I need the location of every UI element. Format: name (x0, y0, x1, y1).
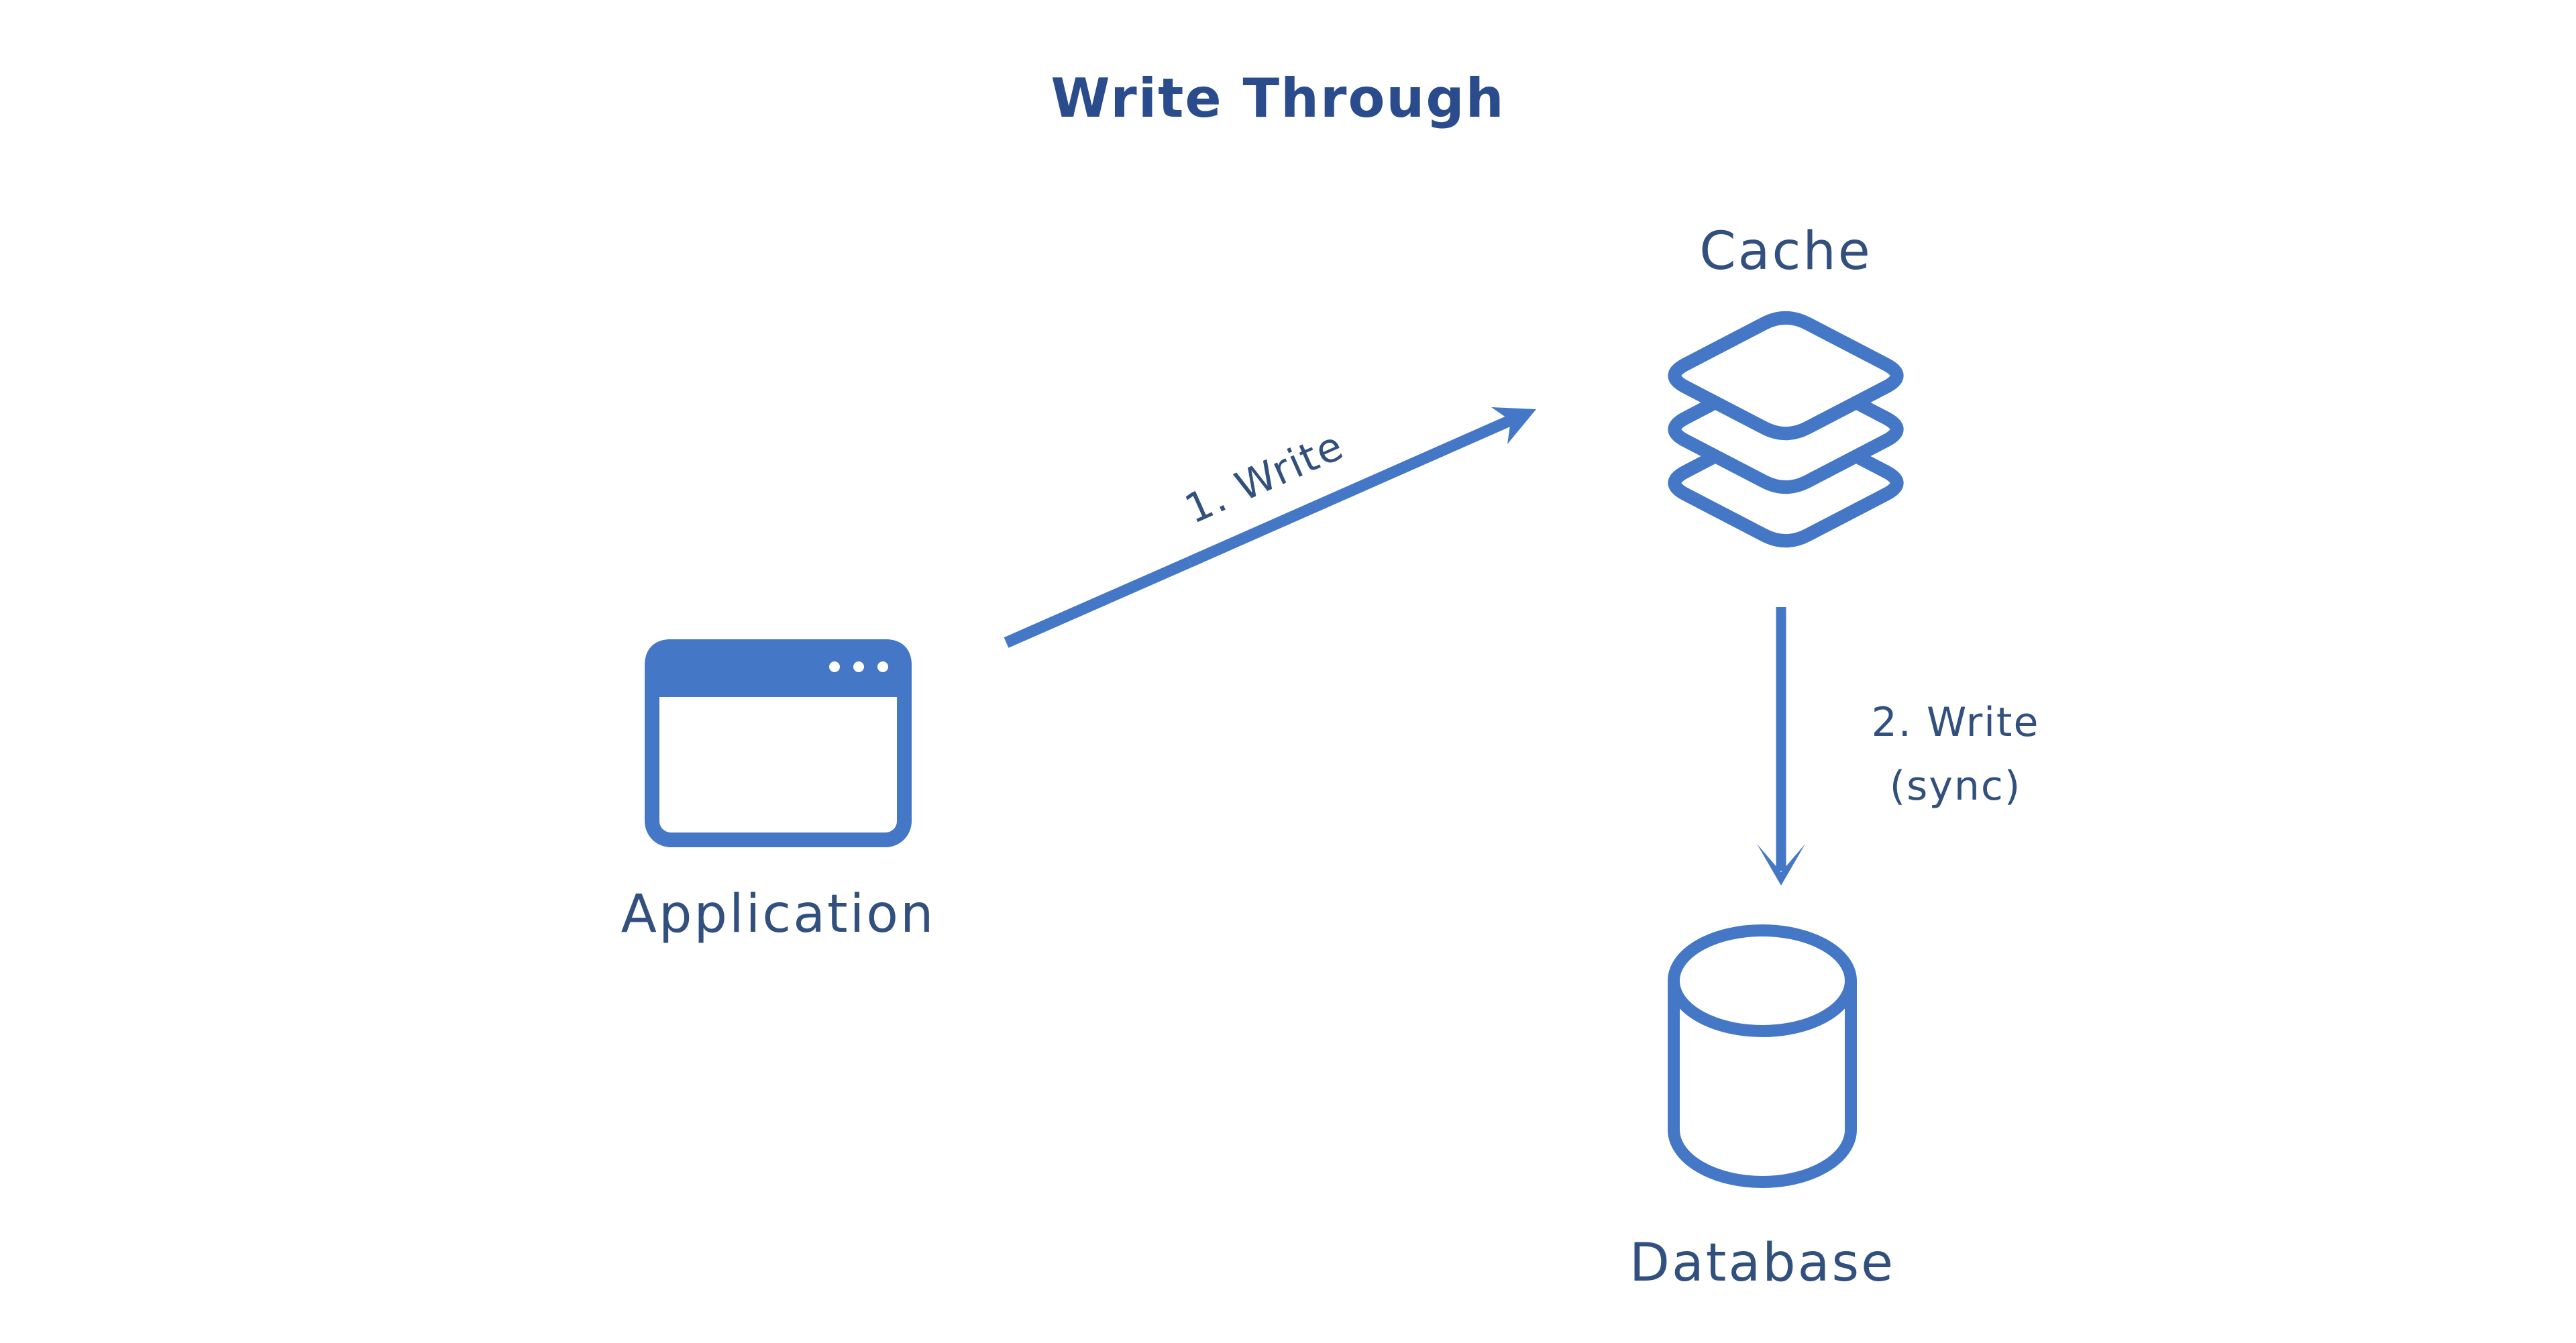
cache-layers-icon (1652, 307, 1920, 551)
application-label: Application (621, 884, 936, 945)
diagram-title: Write Through (1051, 67, 1505, 129)
window-dot-icon (877, 661, 888, 672)
application-window-icon (645, 639, 912, 847)
write-sync-line1: 2. Write (1871, 699, 2040, 746)
application-node (644, 639, 912, 848)
database-node (1662, 924, 1863, 1190)
write-arrow (1004, 407, 1536, 648)
write-sync-arrow (1757, 607, 1805, 885)
database-cylinder-icon (1668, 924, 1857, 1188)
cache-label: Cache (1699, 221, 1872, 282)
arrowhead-icon (1757, 844, 1805, 885)
window-dot-icon (829, 661, 840, 672)
write-sync-line2: (sync) (1889, 763, 2022, 810)
window-dot-icon (853, 661, 864, 672)
database-label: Database (1629, 1233, 1896, 1293)
arrowhead-icon (1491, 407, 1536, 444)
cache-node (1652, 307, 1920, 551)
write-sync-arrow-label: 2. Write (sync) (1872, 691, 2040, 818)
